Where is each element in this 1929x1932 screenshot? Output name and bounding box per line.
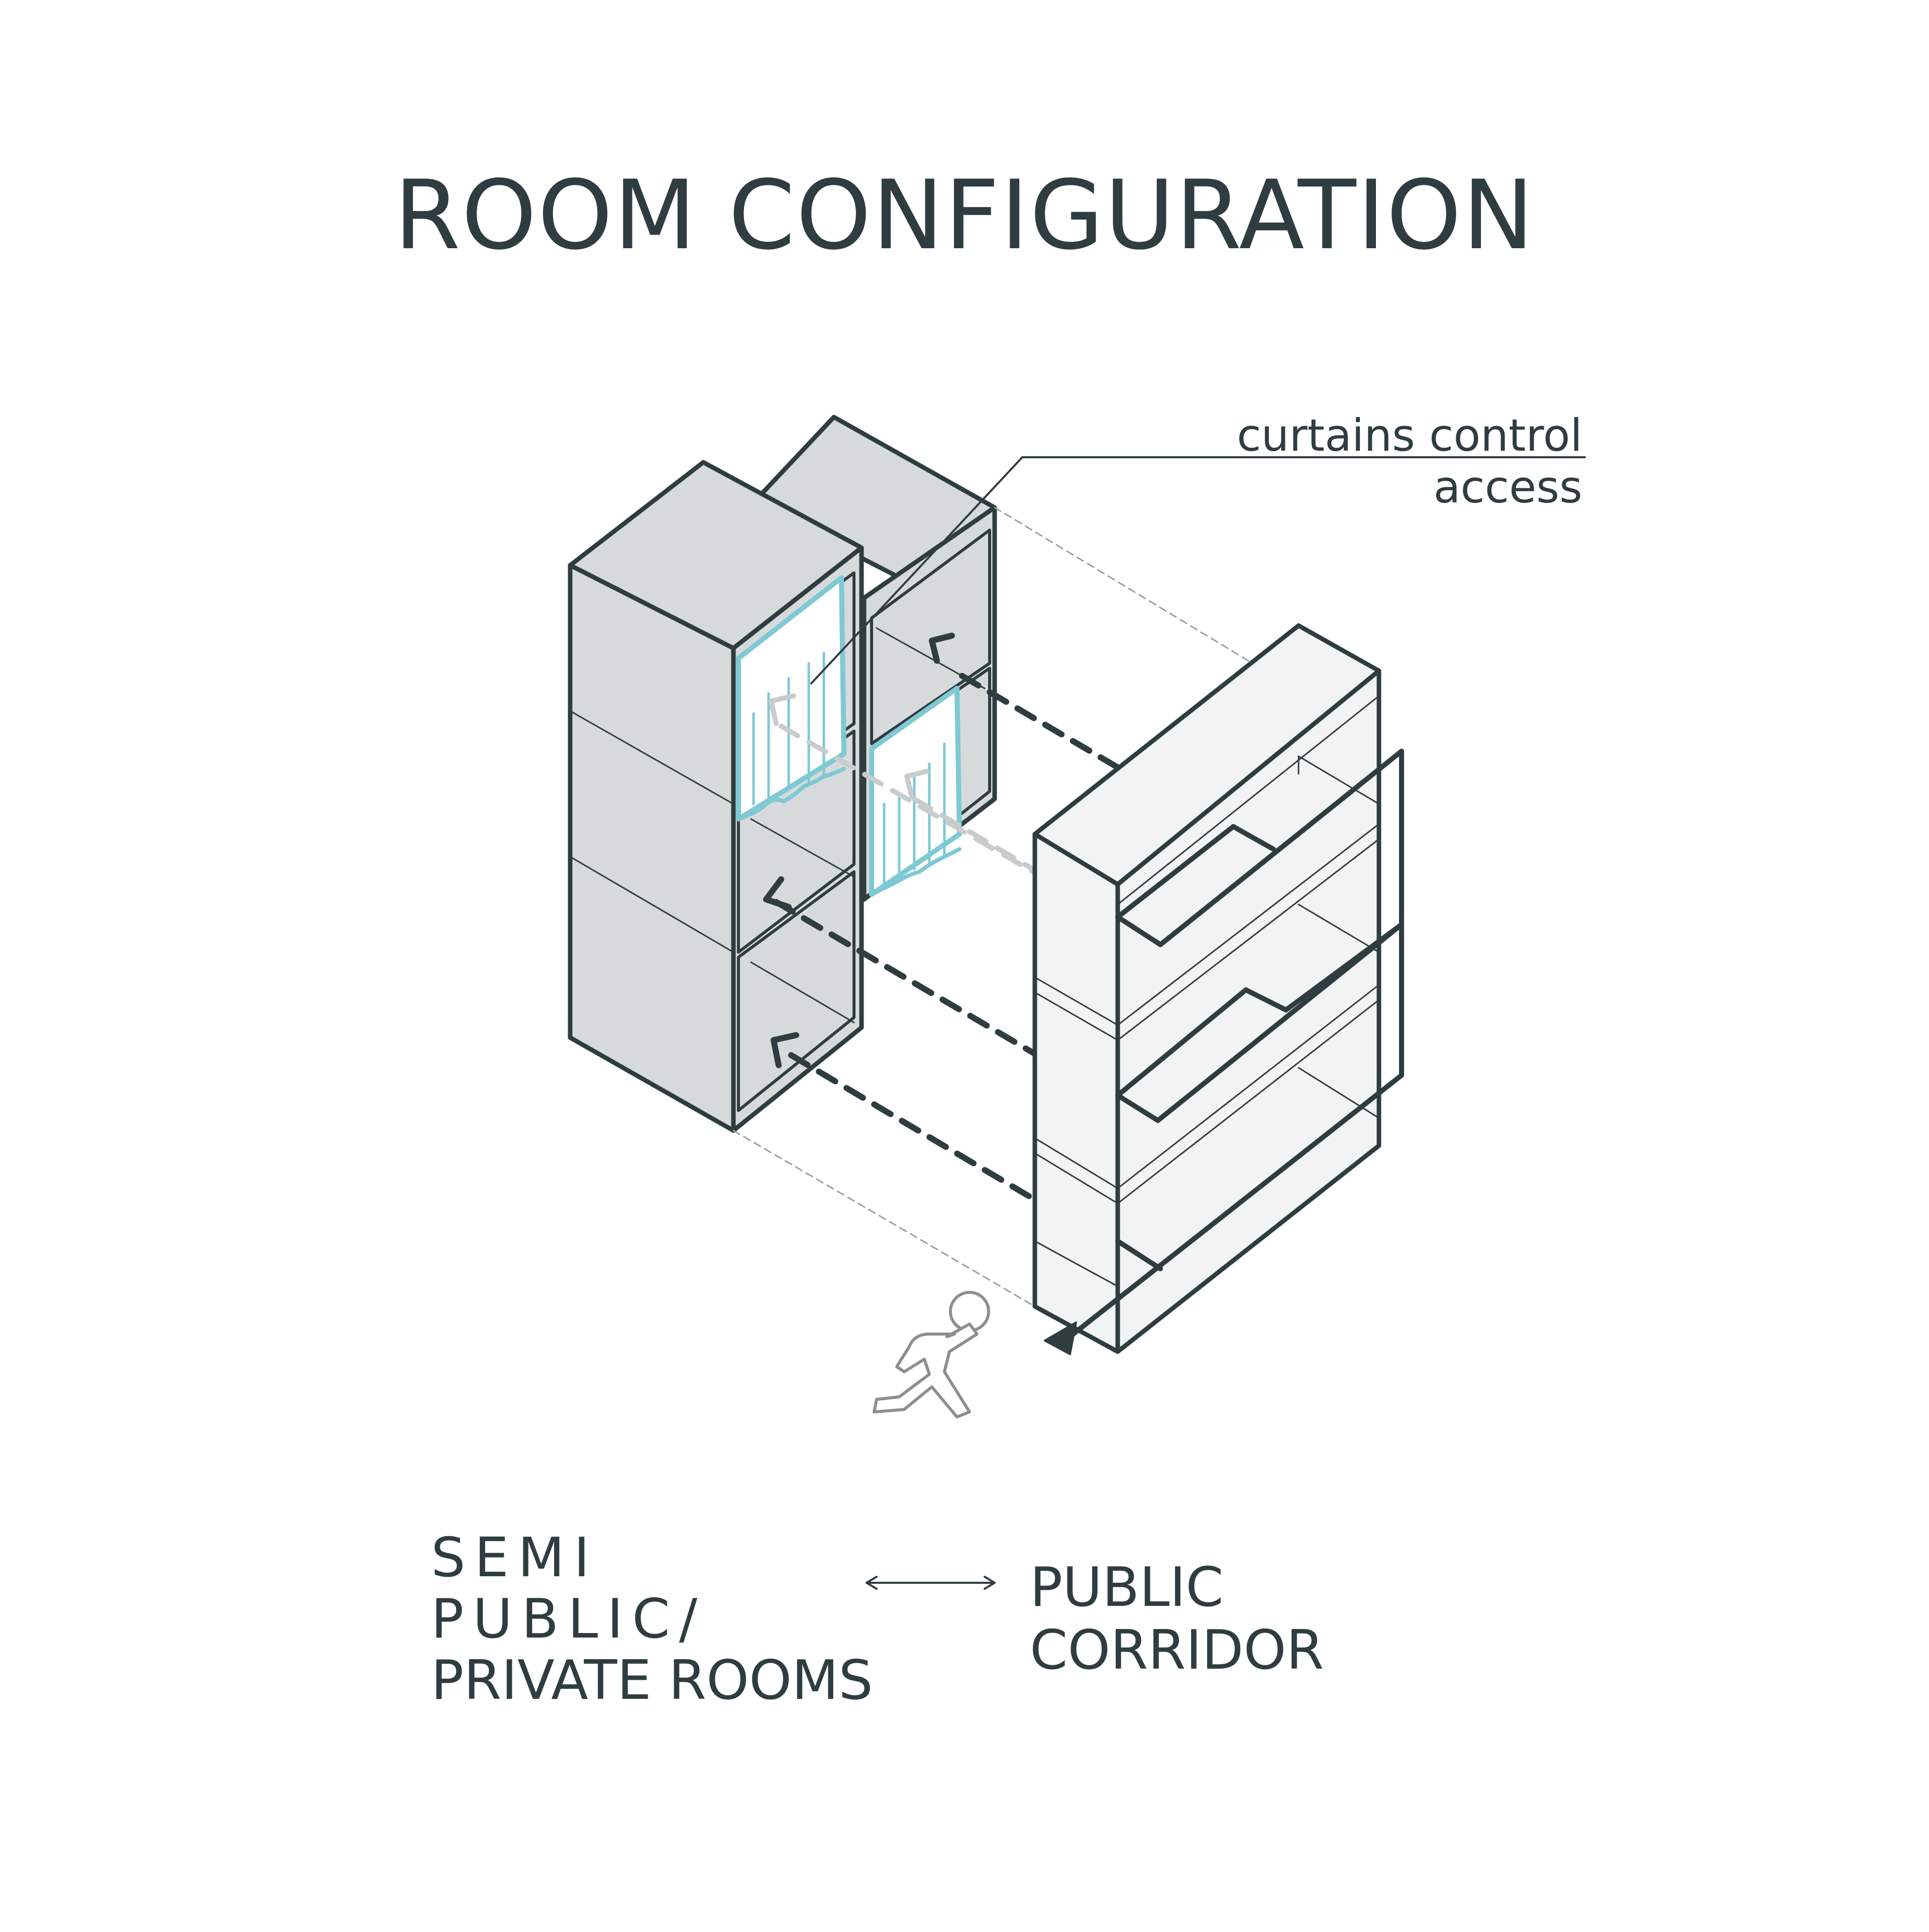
room-stack	[568, 415, 997, 1133]
floor-line	[569, 710, 734, 805]
callout-label: curtains control access	[1237, 410, 1582, 513]
path-arrowhead-icon	[1044, 1321, 1077, 1355]
arrow-icon	[904, 769, 929, 799]
room-opening-lower	[737, 870, 855, 1112]
floor-line	[569, 856, 734, 953]
back-opening-upper	[870, 529, 991, 745]
circulation-path	[1067, 922, 1404, 1339]
front-column-left-face	[568, 563, 736, 1133]
legend-rooms: SEMI PUBLIC/ PRIVATE ROOMS	[431, 1528, 883, 1711]
curtain-lower	[869, 686, 962, 897]
corridor-side	[1115, 668, 1381, 1354]
callout-leader	[810, 456, 1586, 684]
running-person-icon	[873, 1291, 990, 1418]
legend-rooms-line1: SEMI PUBLIC/	[431, 1527, 707, 1651]
arrow-icon	[769, 693, 796, 726]
projection-lines	[732, 506, 1249, 1307]
legend-rooms-line2: PRIVATE ROOMS	[431, 1649, 873, 1712]
double-arrow-icon	[866, 1576, 996, 1590]
circulation-path	[1115, 749, 1404, 947]
arrow-icon	[771, 1032, 799, 1068]
corridor-front	[1032, 832, 1120, 1354]
public-corridor	[1032, 623, 1404, 1355]
diagram-title: ROOM CONFIGURATION	[394, 160, 1535, 271]
arrow-icon	[929, 633, 955, 664]
legend-corridor: PUBLIC CORRIDOR	[1030, 1556, 1324, 1682]
